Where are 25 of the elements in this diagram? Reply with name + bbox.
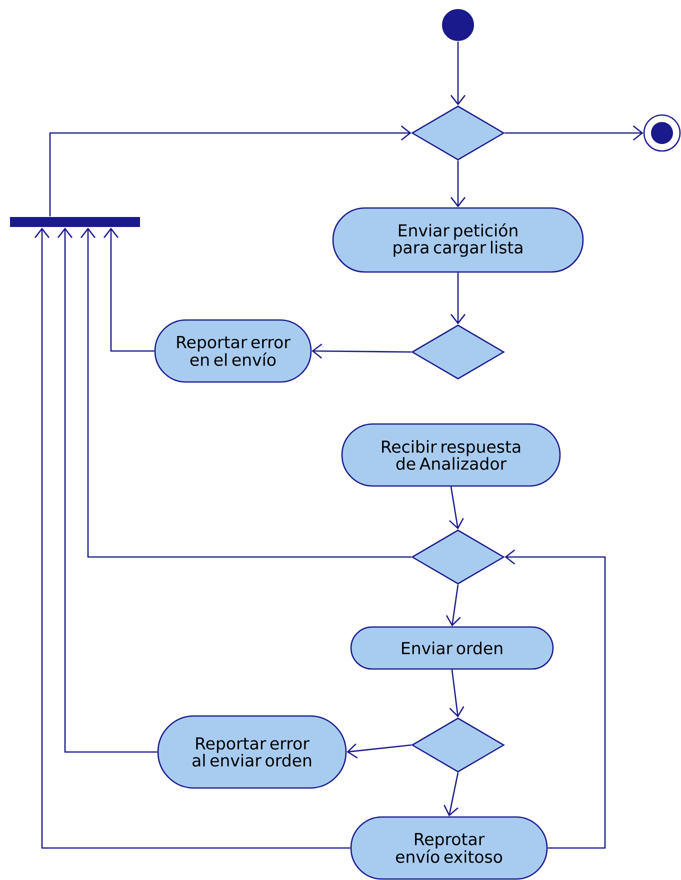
arrow bbox=[450, 160, 466, 208]
arrow bbox=[450, 42, 466, 106]
action-box: Reprotar envío exitoso bbox=[350, 816, 548, 880]
arrow bbox=[504, 125, 644, 141]
arrow bbox=[450, 272, 466, 324]
arrow bbox=[449, 670, 464, 718]
action-box: Enviar orden bbox=[350, 626, 554, 670]
action-box: Reportar error al enviar orden bbox=[157, 715, 347, 789]
arrow bbox=[312, 344, 412, 359]
arrow bbox=[34, 228, 350, 849]
final-node bbox=[643, 114, 681, 152]
arrow bbox=[346, 744, 412, 758]
action-box: Recibir respuesta de Analizador bbox=[341, 423, 561, 487]
arrow bbox=[449, 486, 464, 530]
arrow bbox=[504, 550, 606, 849]
arrow bbox=[444, 772, 459, 816]
start-node bbox=[442, 9, 474, 41]
action-box: Reportar error en el envío bbox=[154, 319, 312, 383]
action-box: Enviar petición para cargar lista bbox=[332, 207, 584, 273]
arrow bbox=[103, 228, 154, 352]
arrow bbox=[49, 125, 412, 216]
arrow bbox=[57, 228, 158, 753]
arrow bbox=[80, 228, 412, 558]
arrow bbox=[446, 584, 461, 626]
fork-bar bbox=[10, 217, 140, 227]
